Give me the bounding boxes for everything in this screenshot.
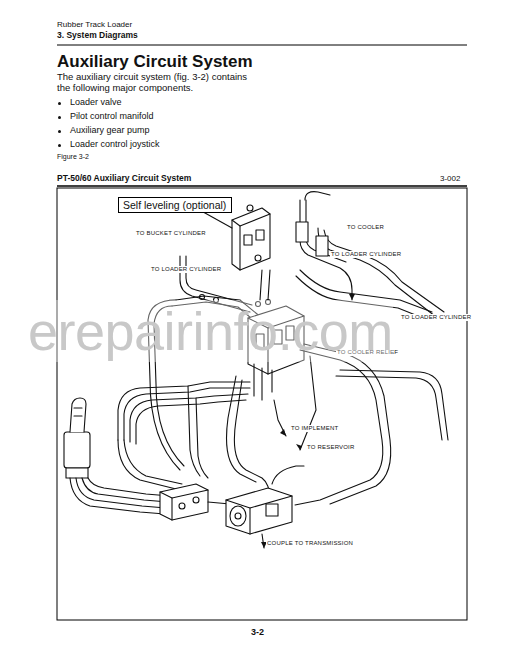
bullet-item: Loader valve	[70, 97, 122, 107]
part-label: TO COOLER	[346, 224, 385, 231]
header-text: Rubber Track Loader	[57, 20, 132, 29]
bullet-item: Auxiliary gear pump	[70, 125, 150, 135]
figure-caption: PT-50/60 Auxiliary Circuit System	[57, 174, 191, 184]
header-section: 3. System Diagrams	[57, 31, 138, 41]
part-label: TO LOADER CYLINDER	[150, 266, 222, 273]
body-text: The auxiliary circuit system (fig. 3-2) …	[57, 72, 257, 94]
part-label: TO IMPLEMENT	[290, 425, 339, 432]
part-label: TO RESERVOIR	[306, 444, 356, 451]
section-title: Auxiliary Circuit System	[57, 52, 253, 72]
figure-code: 3-002	[440, 174, 460, 183]
watermark: erepairinfo.com	[28, 300, 393, 362]
part-label: COUPLE TO TRANSMISSION	[266, 540, 354, 547]
part-label: TO BUCKET CYLINDER	[135, 230, 207, 237]
callout-text: Self leveling (optional)	[123, 199, 227, 211]
bullet-item: Loader control joystick	[70, 139, 160, 149]
page-number: 3-2	[251, 627, 264, 637]
part-label: TO LOADER CYLINDER	[330, 251, 402, 258]
bullet-item: Pilot control manifold	[70, 111, 154, 121]
part-label: TO LOADER CYLINDER	[400, 314, 472, 321]
callout-box: Self leveling (optional)	[118, 197, 232, 213]
figure-number: Figure 3-2	[57, 153, 89, 161]
